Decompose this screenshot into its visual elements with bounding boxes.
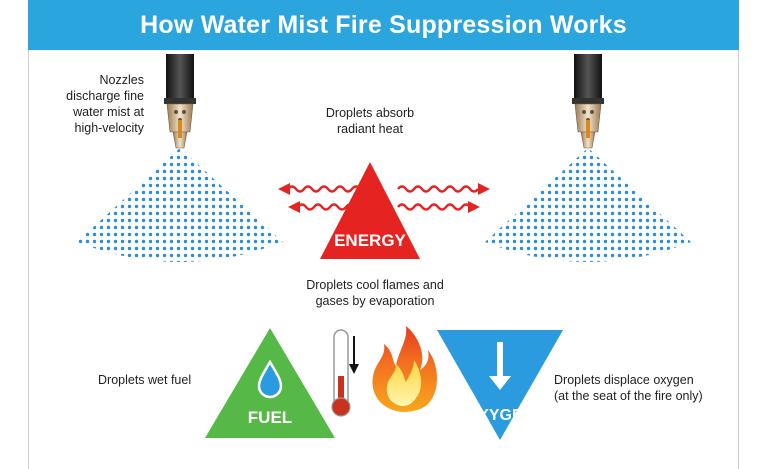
wet-fuel-label: Droplets wet fuel — [98, 373, 192, 387]
cool-flames-label: Droplets cool flames and gases by evapor… — [306, 278, 444, 308]
nozzles-label: Nozzles discharge fine water mist at hig… — [66, 73, 144, 135]
thermometer-icon — [331, 329, 359, 417]
displace-oxygen-label: Droplets displace oxygen (at the seat of… — [554, 373, 703, 403]
fuel-label: FUEL — [247, 408, 293, 427]
right-mist-spray — [485, 148, 691, 262]
radiant-heat-arrows — [287, 185, 479, 211]
right-nozzle — [572, 54, 604, 149]
left-nozzle — [164, 54, 196, 149]
frame — [28, 0, 739, 469]
oxygen-label: OXYGEN — [465, 407, 535, 424]
flame-icon — [372, 326, 437, 412]
down-arrow-icon — [489, 342, 511, 390]
page-title: How Water Mist Fire Suppression Works — [28, 0, 739, 50]
energy-label: ENERGY — [334, 231, 406, 250]
water-drop-icon — [257, 359, 283, 399]
energy-triangle — [320, 162, 420, 259]
left-mist-spray — [77, 148, 283, 262]
heat-arrowheads — [278, 183, 490, 213]
absorb-heat-label: Droplets absorb radiant heat — [325, 106, 415, 136]
